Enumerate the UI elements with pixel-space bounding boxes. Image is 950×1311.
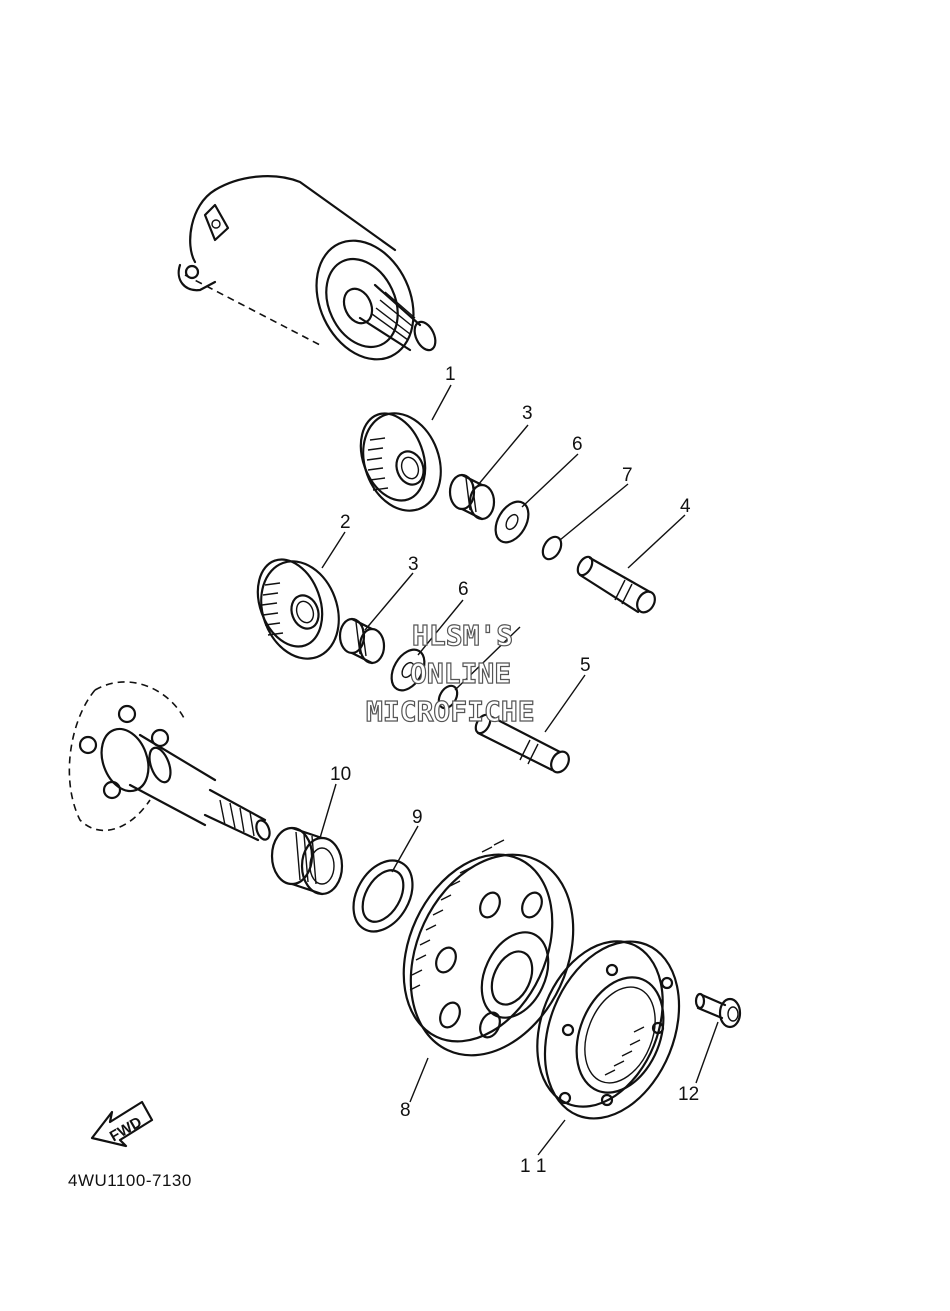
shaft-4 xyxy=(576,555,656,614)
one-way-clutch-11 xyxy=(536,940,681,1120)
label-part-6b: 6 xyxy=(458,579,469,600)
label-part-3a: 3 xyxy=(522,403,533,424)
label-part-12: 12 xyxy=(678,1084,699,1105)
label-part-9: 9 xyxy=(412,807,423,828)
label-part-5: 5 xyxy=(580,655,591,676)
label-part-10: 10 xyxy=(330,764,351,785)
label-part-8: 8 xyxy=(400,1100,411,1121)
circlip-7b xyxy=(437,684,459,710)
label-part-2: 2 xyxy=(340,512,351,533)
label-part-1: 1 xyxy=(445,364,456,385)
needle-bearing-3a xyxy=(448,473,496,521)
label-part-7: 7 xyxy=(622,465,633,486)
needle-bearing-3b xyxy=(338,617,386,665)
label-part-3b: 3 xyxy=(408,554,419,575)
label-part-11: 1 1 xyxy=(520,1156,546,1177)
washer-6b xyxy=(390,648,426,692)
watermark-line-3: MICROFICHE xyxy=(366,695,535,728)
starter-motor xyxy=(177,175,437,361)
bolt-12 xyxy=(694,992,742,1029)
gear-1 xyxy=(359,412,442,512)
label-part-4: 4 xyxy=(680,496,691,517)
fwd-arrow-icon: FWD xyxy=(90,1100,154,1148)
watermark-line-1: HLSM'S xyxy=(412,619,513,652)
watermark-line-2: ONLINE xyxy=(410,657,511,690)
shaft-5 xyxy=(474,713,570,774)
starter-wheel-gear-8 xyxy=(402,839,575,1057)
crankshaft xyxy=(68,681,271,842)
washer-9 xyxy=(352,859,414,933)
circlip-7a xyxy=(541,535,563,561)
drawing-part-number: 4WU1100-7130 xyxy=(68,1171,192,1190)
washer-6a xyxy=(494,500,530,544)
gear-2 xyxy=(256,558,340,660)
watermark: HLSM'S ONLINE MICROFICHE xyxy=(365,618,535,728)
part-labels: 1 3 6 7 4 2 3 6 5 10 9 8 1 1 12 xyxy=(330,364,699,1177)
label-part-6a: 6 xyxy=(572,434,583,455)
bearing-10 xyxy=(270,826,344,896)
leader-lines xyxy=(319,384,719,1156)
